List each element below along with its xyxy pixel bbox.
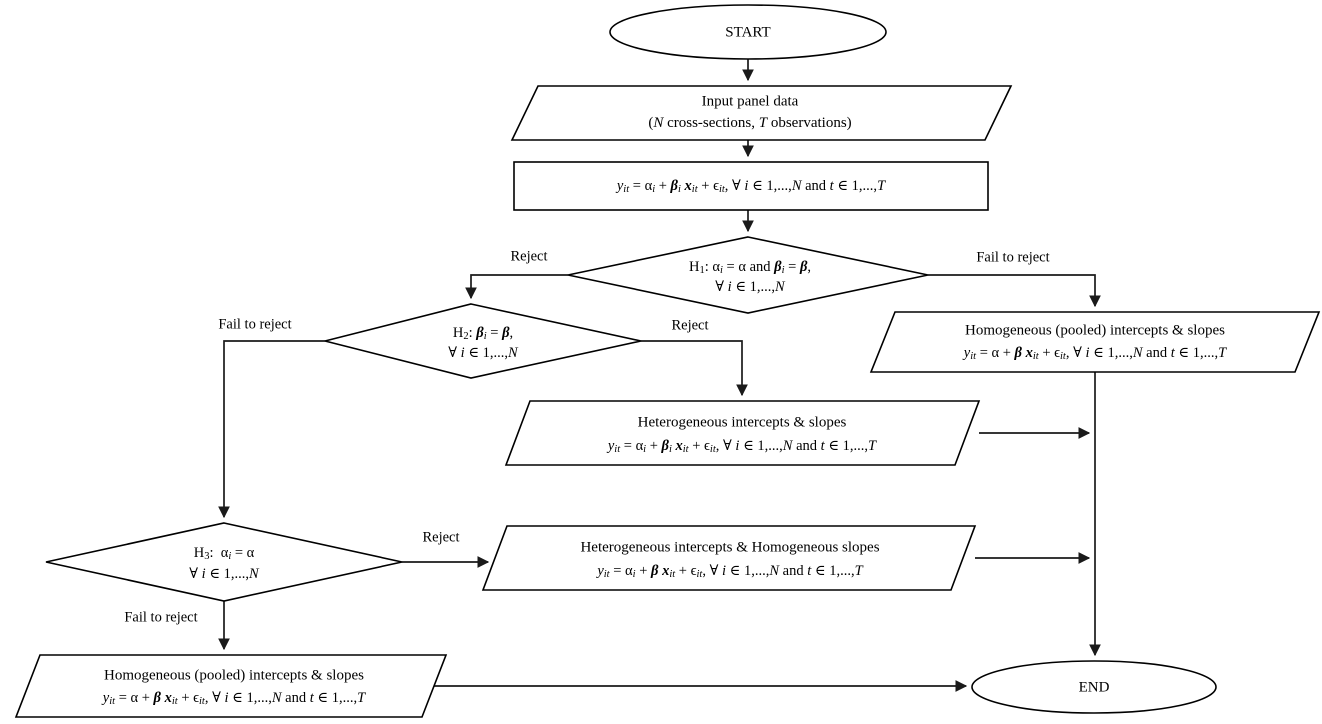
- node-hetero-both-equation: yit = αi + βi xit + ϵit, ∀ i ∈ 1,...,N a…: [606, 438, 877, 455]
- node-pooled-right-equation: yit = α + β xit + ϵit, ∀ i ∈ 1,...,N and…: [962, 345, 1227, 362]
- edge-h1-fail-to-pooled: [928, 274, 1101, 308]
- node-model-equation-box[interactable]: [513, 161, 989, 211]
- node-hetero-both-title: Heterogeneous intercepts & slopes: [638, 414, 847, 430]
- node-h3-line2: ∀ i ∈ 1,...,N: [189, 566, 260, 582]
- edge-label-h2-fail: Fail to reject: [218, 316, 291, 332]
- node-start[interactable]: [609, 4, 887, 60]
- edge-label-h2-reject: Reject: [671, 317, 708, 333]
- node-end-label: END: [1079, 679, 1110, 695]
- edge-h1-reject-to-h2: [465, 274, 568, 300]
- edge-label-h3-reject: Reject: [422, 529, 459, 545]
- edge-h2-reject-to-hetero-both: [641, 340, 748, 397]
- node-end[interactable]: [971, 660, 1217, 714]
- node-h3-decision[interactable]: [45, 522, 403, 602]
- node-h1-decision[interactable]: [567, 236, 929, 314]
- edge-label-h3-fail: Fail to reject: [124, 609, 197, 625]
- node-h2-line1: H2: βi = β,: [453, 325, 513, 342]
- node-input-line2: (N cross-sections, T observations): [648, 115, 851, 131]
- node-h2-decision[interactable]: [324, 303, 642, 379]
- node-pooled-bottom-equation: yit = α + β xit + ϵit, ∀ i ∈ 1,...,N and…: [101, 690, 366, 707]
- edge-label-h1-reject: Reject: [510, 248, 547, 264]
- node-hetero-intercepts-equation: yit = αi + β xit + ϵit, ∀ i ∈ 1,...,N an…: [595, 563, 863, 580]
- node-input[interactable]: [510, 85, 1013, 141]
- node-hetero-intercepts[interactable]: [481, 525, 977, 591]
- node-h2-line2: ∀ i ∈ 1,...,N: [448, 345, 519, 361]
- node-start-label: START: [725, 24, 770, 40]
- node-pooled-bottom[interactable]: [14, 654, 448, 718]
- node-hetero-intercepts-title: Heterogeneous intercepts & Homogeneous s…: [580, 539, 879, 555]
- node-h1-line2: ∀ i ∈ 1,...,N: [715, 279, 786, 295]
- edge-h2-fail-to-h3: [218, 340, 325, 519]
- node-h3-line1: H3: αi = α: [194, 545, 255, 562]
- node-hetero-both[interactable]: [504, 400, 981, 466]
- node-h1-line1: H1: αi = α and βi = β,: [689, 259, 811, 276]
- node-input-line1: Input panel data: [702, 93, 799, 109]
- node-pooled-right-title: Homogeneous (pooled) intercepts & slopes: [965, 322, 1225, 338]
- node-pooled-bottom-title: Homogeneous (pooled) intercepts & slopes: [104, 667, 364, 683]
- node-model-equation: yit = αi + βi xit + ϵit, ∀ i ∈ 1,...,N a…: [615, 178, 886, 195]
- edge-label-h1-fail: Fail to reject: [976, 249, 1049, 265]
- node-pooled-right[interactable]: [869, 311, 1321, 373]
